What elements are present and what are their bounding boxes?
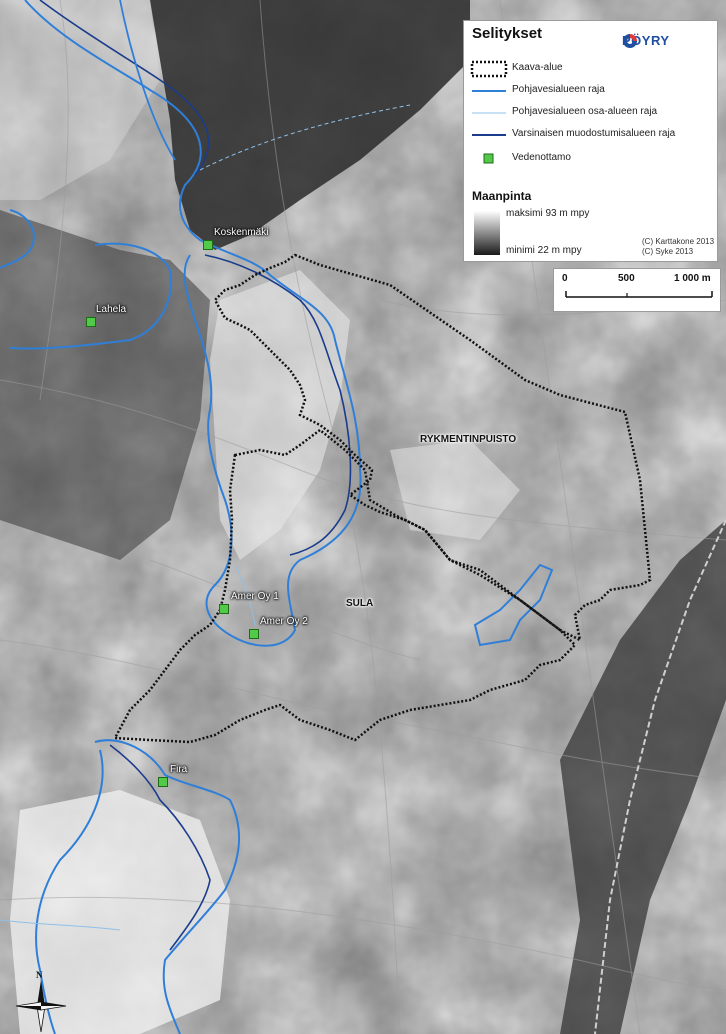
copyright-karttakone: (C) Karttakone 2013 — [642, 237, 715, 246]
copyright-syke: (C) Syke 2013 — [642, 247, 694, 256]
north-label: N — [36, 970, 43, 980]
groundwater-boundary-fira-west — [35, 749, 104, 1034]
area-label-sula: SULA — [346, 598, 374, 609]
water-intake-amer-2[interactable] — [249, 629, 259, 639]
legend-item-sub-area-boundary: Pohjavesialueen osa-alueen raja — [470, 103, 715, 123]
light-blue-line-icon — [472, 112, 506, 114]
dotted-boundary-icon — [470, 60, 508, 78]
highland-northwest — [0, 0, 160, 200]
legend-label-formation-boundary: Varsinaisen muodostumisalueen raja — [512, 128, 676, 139]
legend-relief-min: minimi 22 m mpy — [506, 245, 582, 256]
north-arrow: N — [14, 970, 68, 1032]
valley-southeast — [560, 520, 726, 1034]
legend-item-groundwater-boundary: Pohjavesialueen raja — [470, 81, 715, 101]
groundwater-boundary-lahela — [9, 242, 172, 350]
legend-panel: Selitykset PÖYRY Kaava-alue Pohjavesialu… — [463, 20, 718, 262]
legend-label-water-intake: Vedenottamo — [512, 152, 571, 163]
plan-area-north — [213, 253, 652, 643]
lake-area — [150, 0, 470, 250]
groundwater-boundary-main — [24, 0, 362, 647]
place-label-amer-2: Amer Oy 2 — [260, 616, 308, 627]
sub-area-boundary — [199, 104, 411, 171]
scale-tick-1000: 1 000 m — [674, 273, 711, 284]
scale-tick-0: 0 — [562, 273, 568, 284]
legend-item-water-intake: Vedenottamo — [470, 149, 715, 169]
groundwater-boundary-fira — [94, 739, 241, 1034]
formation-boundary-north — [39, 0, 210, 176]
legend-item-formation-boundary: Varsinaisen muodostumisalueen raja — [470, 125, 715, 145]
place-label-lahela: Lahela — [96, 304, 127, 315]
legend-item-plan-area: Kaava-alue — [470, 59, 715, 79]
place-label-amer-1: Amer Oy 1 — [231, 591, 279, 602]
groundwater-boundary-east — [473, 563, 554, 647]
lowland-west — [0, 210, 210, 560]
legend-label-sub-area-boundary: Pohjavesialueen osa-alueen raja — [512, 106, 658, 117]
elevation-color-ramp — [474, 211, 500, 255]
legend-title: Selitykset — [472, 25, 543, 42]
place-label-koskenmaki: Koskenmäki — [214, 227, 269, 238]
railway — [594, 519, 726, 1034]
water-intake-koskenmaki[interactable] — [203, 240, 213, 250]
scale-bar: 0 500 1 000 m — [553, 268, 721, 312]
plan-area-south — [112, 428, 577, 744]
scale-tick-500: 500 — [618, 273, 635, 284]
water-intake-fira[interactable] — [158, 777, 168, 787]
company-logo: PÖYRY — [622, 33, 670, 48]
area-label-rykmentinpuisto: RYKMENTINPUISTO — [420, 434, 517, 445]
groundwater-boundary-west — [0, 209, 35, 269]
north-arrow-icon — [15, 980, 67, 1032]
legend-relief-title: Maanpinta — [472, 189, 532, 203]
blue-line-icon — [472, 90, 506, 92]
green-square-icon — [483, 153, 494, 164]
plateau-southwest — [10, 790, 230, 1034]
legend-relief-max: maksimi 93 m mpy — [506, 208, 590, 219]
sub-area-boundary-amer — [234, 564, 256, 626]
place-label-fira: Fira — [170, 764, 188, 775]
formation-boundary-center — [204, 254, 352, 556]
dark-blue-line-icon — [472, 134, 506, 136]
sub-area-boundary-south — [0, 919, 121, 931]
hill-east — [390, 440, 520, 540]
water-intake-amer-1[interactable] — [219, 604, 229, 614]
plateau-central — [210, 270, 350, 560]
water-intake-lahela[interactable] — [86, 317, 96, 327]
poyry-logo-icon — [623, 34, 637, 48]
scale-bar-graphic — [565, 291, 713, 298]
legend-label-groundwater-boundary: Pohjavesialueen raja — [512, 84, 605, 95]
formation-boundary-fira — [109, 744, 211, 951]
legend-label-plan-area: Kaava-alue — [512, 62, 563, 73]
groundwater-boundary-north-inner — [119, 0, 176, 161]
